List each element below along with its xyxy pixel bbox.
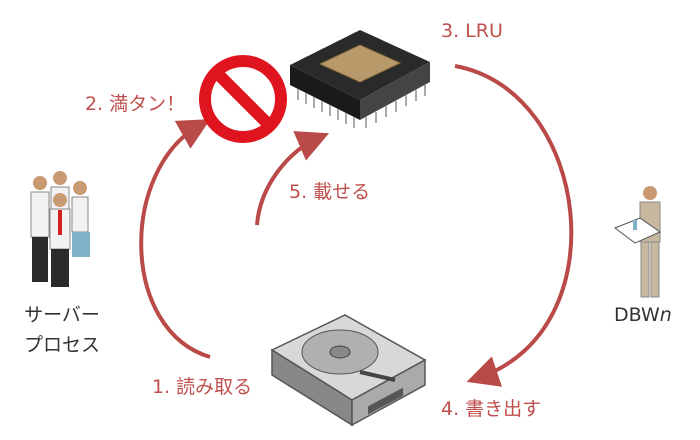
dbwn-prefix: DBW bbox=[614, 304, 660, 326]
server-process-line-1: サーバー bbox=[24, 304, 100, 326]
server-processes-people-icon bbox=[30, 171, 90, 287]
step-4-write-label: 4. 書き出す bbox=[441, 398, 542, 420]
arrow-read-to-full bbox=[139, 119, 211, 359]
prohibited-icon bbox=[199, 55, 287, 143]
server-process-label: サーバー プロセス bbox=[12, 300, 112, 360]
arrow-load bbox=[255, 131, 330, 226]
step-5-load-label: 5. 載せる bbox=[289, 181, 371, 203]
dbwn-person-icon bbox=[613, 186, 662, 298]
dbwn-label: DBWn bbox=[614, 300, 672, 330]
step-1-read-label: 1. 読み取る bbox=[152, 376, 253, 398]
cpu-chip-icon bbox=[290, 30, 430, 128]
step-3-lru-label: 3. LRU bbox=[441, 20, 503, 42]
arrow-lru-write bbox=[454, 64, 574, 387]
server-process-line-2: プロセス bbox=[23, 334, 100, 356]
dbwn-suffix: n bbox=[659, 304, 672, 326]
hard-disk-icon bbox=[270, 314, 427, 427]
step-2-full-label: 2. 満タン！ bbox=[85, 93, 186, 115]
